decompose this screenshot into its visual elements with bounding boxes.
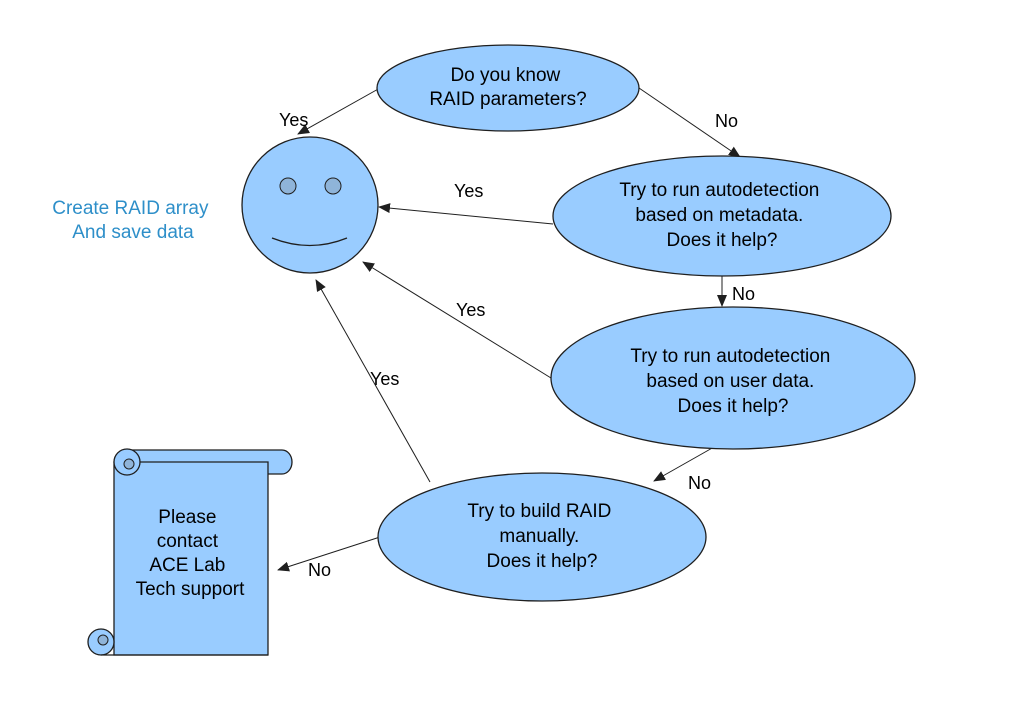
scroll-icon [87, 448, 293, 656]
edge-params-no [638, 87, 741, 158]
decision-autodetect-user-data-line-2: based on user data. [646, 371, 814, 392]
svg-text:Try to run autodetection: Try to run autodetection based on metada… [619, 180, 824, 251]
decision-build-manually-shape [377, 472, 707, 602]
decision-build-manually-line-2: manually. [499, 526, 579, 547]
decision-autodetect-metadata-shape [552, 155, 892, 277]
success-label-line-2: And save data [72, 222, 194, 243]
decision-autodetect-metadata-line-3: Does it help? [667, 230, 778, 251]
decision-build-manually-line-1: Try to build RAID [467, 501, 611, 522]
svg-text:Do you know RAID paramet: Do you know RAID parameters? [429, 65, 586, 110]
svg-text:Try to run autodetection: Try to run autodetection based on user d… [630, 346, 835, 417]
support-label-line-1: Please [158, 507, 216, 528]
edge-label-user-no: No [688, 473, 711, 493]
edge-label-meta-yes: Yes [454, 181, 483, 201]
decision-autodetect-metadata-line-2: based on metadata. [635, 205, 803, 226]
support-label-line-2: contact [157, 531, 219, 552]
support-outcome: Please contact ACE Lab Tech support [87, 448, 293, 656]
decision-build-manually-line-3: Does it help? [487, 551, 598, 572]
decision-know-parameters-line-1: Do you know [450, 65, 560, 86]
edge-label-params-no: No [715, 111, 738, 131]
edge-label-params-yes: Yes [279, 110, 308, 130]
edge-label-user-yes: Yes [456, 300, 485, 320]
decision-autodetect-user-data-line-1: Try to run autodetection [630, 346, 830, 367]
decision-autodetect-metadata: Try to run autodetection based on metada… [552, 155, 892, 277]
svg-text:Create RAID array And sa: Create RAID array And save data [52, 198, 214, 243]
edges [277, 87, 741, 572]
decision-know-parameters-line-2: RAID parameters? [429, 89, 586, 110]
decision-autodetect-user-data: Try to run autodetection based on user d… [550, 306, 916, 450]
support-label-line-3: ACE Lab [149, 555, 225, 576]
edge-user-no [653, 446, 715, 482]
edge-label-manual-yes: Yes [370, 369, 399, 389]
success-label-line-1: Create RAID array [52, 198, 209, 219]
decision-know-parameters-shape [376, 44, 640, 132]
smiley-face-icon [241, 136, 379, 274]
decision-build-manually: Try to build RAID manually. Does it help… [377, 472, 707, 602]
decision-autodetect-user-data-shape [550, 306, 916, 450]
support-label-line-4: Tech support [136, 579, 246, 600]
edge-label-manual-no: No [308, 560, 331, 580]
edge-manual-no [277, 536, 381, 572]
success-outcome: Create RAID array And save data [52, 136, 379, 274]
svg-text:Please contact ACE: Please contact ACE Lab Tech support [136, 507, 246, 600]
svg-text:Try to build RAID manual: Try to build RAID manually. Does it help… [467, 501, 616, 572]
decision-know-parameters: Do you know RAID parameters? [376, 44, 640, 132]
edge-params-yes [297, 87, 381, 135]
edge-label-meta-no: No [732, 284, 755, 304]
edge-meta-yes [378, 203, 554, 225]
edge-user-yes [362, 261, 552, 379]
decision-autodetect-user-data-line-3: Does it help? [678, 396, 789, 417]
decision-autodetect-metadata-line-1: Try to run autodetection [619, 180, 819, 201]
edge-manual-yes [315, 279, 431, 483]
edge-labels: Yes No Yes No Yes Yes No No [279, 110, 755, 580]
